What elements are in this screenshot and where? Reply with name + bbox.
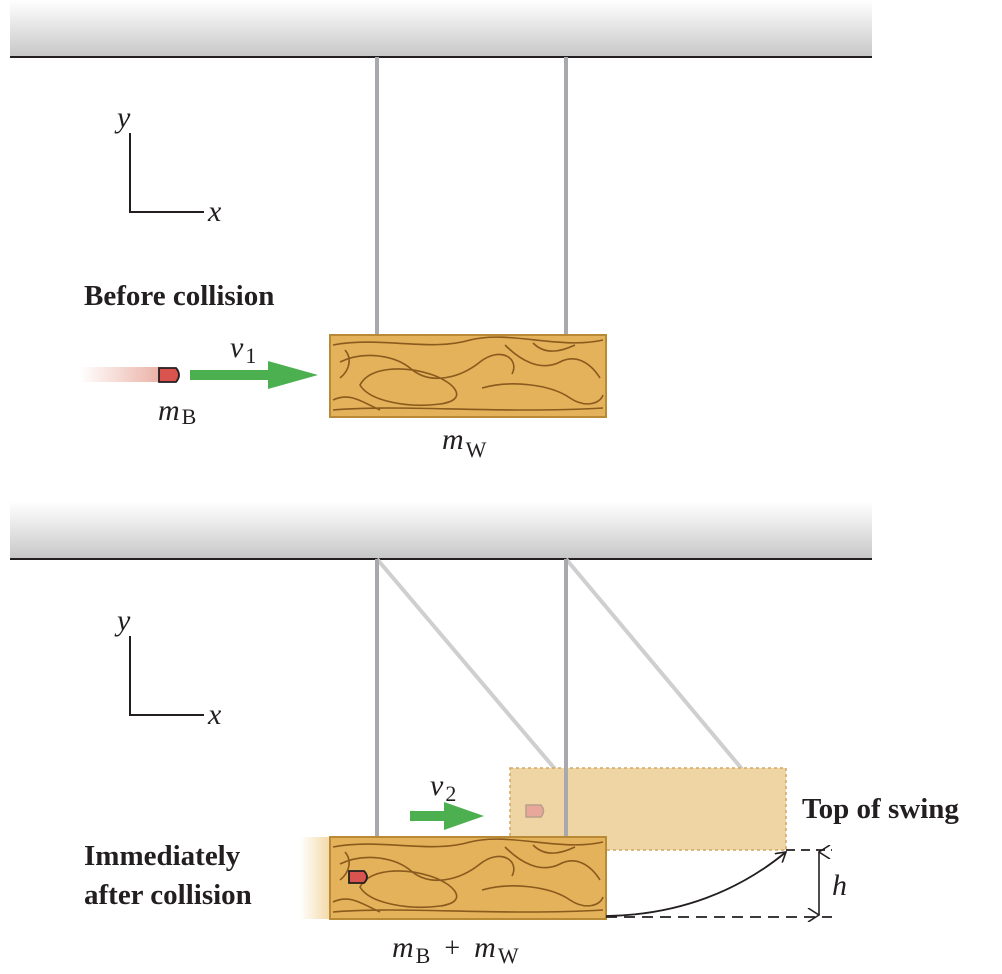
combined-mass-sub2: W <box>498 943 519 968</box>
wood-block-before <box>329 334 607 418</box>
caption-after-line2: after collision <box>84 879 252 911</box>
x-axis-label: x <box>207 195 222 228</box>
combined-mass-sub1: B <box>416 943 431 968</box>
height-label: h <box>832 869 847 902</box>
bullet-mass-subscript: B <box>182 404 197 429</box>
top-of-swing-label: Top of swing <box>802 793 959 825</box>
velocity-arrow-v2 <box>410 802 484 830</box>
embedded-bullet <box>348 870 368 884</box>
wood-block-after <box>329 836 607 920</box>
combined-mass-label: mB+mW <box>392 931 519 968</box>
combined-mass-plus: + <box>444 933 460 964</box>
before-panel: y x Before collision v1 mB mW <box>10 0 872 462</box>
ceiling-bottom <box>10 502 872 558</box>
axes-bottom: y x <box>114 604 222 731</box>
bullet-trail <box>80 367 162 382</box>
motion-glow <box>300 837 330 919</box>
combined-mass-symbol2: m <box>474 931 496 964</box>
v1-subscript: 1 <box>245 343 256 368</box>
swing-path-arrow <box>605 852 786 917</box>
v2-subscript: 2 <box>445 781 456 806</box>
bullet <box>158 367 180 383</box>
combined-mass-symbol1: m <box>392 931 414 964</box>
rope-right-swing <box>564 557 744 771</box>
block-mass-subscript: W <box>466 437 487 462</box>
x-axis-label-bottom: x <box>207 698 222 731</box>
bullet-ghost <box>525 804 545 818</box>
bullet-mass-symbol: m <box>158 394 180 427</box>
v1-label: v1 <box>230 331 256 368</box>
block-mass-symbol: m <box>442 423 464 456</box>
caption-after-line1: Immediately <box>84 840 241 872</box>
rope-left-swing <box>375 557 557 771</box>
block-mass-label: mW <box>442 423 487 462</box>
v2-label: v2 <box>430 769 456 806</box>
axes-top: y x <box>114 101 222 228</box>
caption-before: Before collision <box>84 280 274 312</box>
bullet-mass-label: mB <box>158 394 196 429</box>
y-axis-label-bottom: y <box>114 604 131 637</box>
y-axis-label: y <box>114 101 131 134</box>
ceiling-top <box>10 0 872 56</box>
v2-symbol: v <box>430 769 444 802</box>
after-panel: y x v2 Top of swing Immediately after <box>10 502 959 968</box>
v1-symbol: v <box>230 331 244 364</box>
velocity-arrow-v1 <box>190 361 318 389</box>
